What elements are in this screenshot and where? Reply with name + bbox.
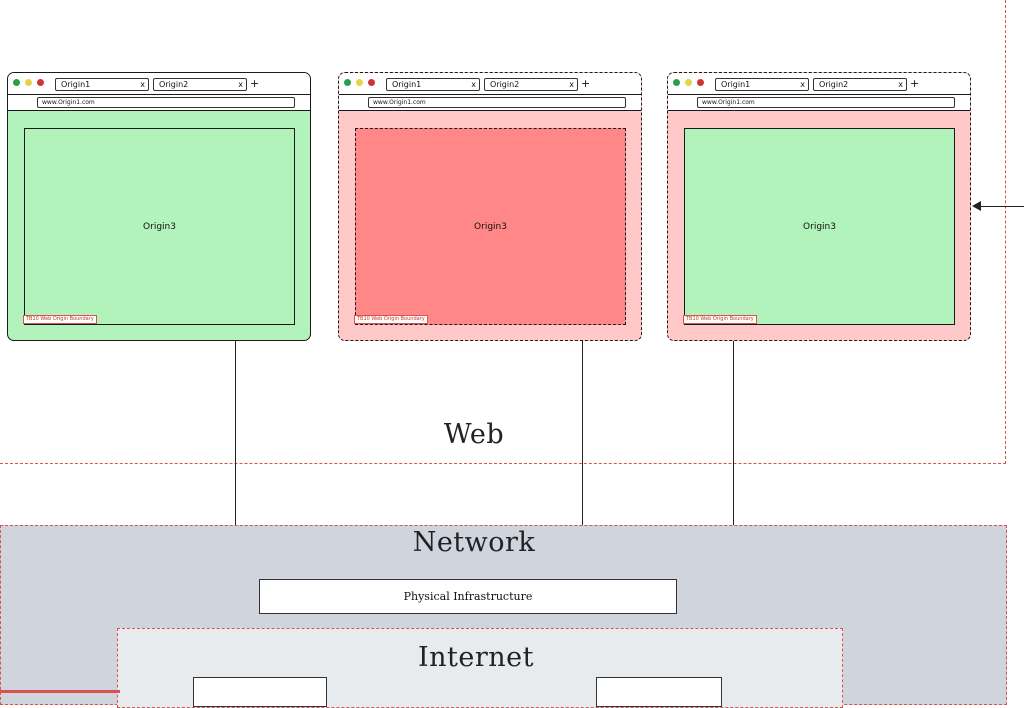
tab-label: Origin2: [819, 80, 849, 89]
boundary-edge-strip: [0, 690, 120, 693]
iframe-origin3: Origin3: [355, 128, 626, 325]
tab-origin2[interactable]: Origin2 x: [484, 78, 578, 91]
connector-line-2: [582, 341, 583, 526]
new-tab-icon[interactable]: +: [250, 77, 260, 90]
tab-origin1[interactable]: Origin1 x: [715, 78, 809, 91]
incoming-arrow-line: [974, 206, 1024, 207]
browser-window-1: Origin1 x Origin2 x + www.Origin1.com Or…: [7, 72, 311, 341]
browser-chrome: Origin1 x Origin2 x + www.Origin1.com: [8, 73, 310, 111]
tab-origin2[interactable]: Origin2 x: [153, 78, 247, 91]
web-label: Web: [443, 419, 505, 450]
address-bar[interactable]: www.Origin1.com: [697, 97, 955, 108]
network-label: Network: [412, 527, 536, 558]
iframe-origin3: Origin3: [684, 128, 955, 325]
chrome-divider: [339, 94, 641, 95]
connector-line-1: [235, 341, 236, 526]
tab-close-icon[interactable]: x: [238, 80, 243, 89]
tab-origin1[interactable]: Origin1 x: [55, 78, 149, 91]
internet-label: Internet: [417, 642, 534, 673]
browser-window-3: Origin1 x Origin2 x + www.Origin1.com Or…: [667, 72, 971, 341]
tab-label: Origin1: [721, 80, 751, 89]
tab-origin2[interactable]: Origin2 x: [813, 78, 907, 91]
tab-close-icon[interactable]: x: [140, 80, 145, 89]
arrow-head-icon: [972, 201, 981, 211]
address-bar[interactable]: www.Origin1.com: [368, 97, 626, 108]
physical-infrastructure-box: Physical Infrastructure: [259, 579, 677, 614]
iframe-label: Origin3: [803, 221, 836, 232]
tab-label: Origin1: [61, 80, 91, 89]
window-minimize-dot[interactable]: [356, 79, 363, 86]
tab-close-icon[interactable]: x: [569, 80, 574, 89]
web-boundary-bottom-edge: [0, 463, 1006, 464]
tab-close-icon[interactable]: x: [471, 80, 476, 89]
tab-label: Origin2: [490, 80, 520, 89]
page-content: Origin3 TB10 Web Origin Boundary: [8, 110, 310, 340]
boundary-tag: TB10 Web Origin Boundary: [23, 315, 97, 324]
page-content: Origin3 TB10 Web Origin Boundary: [668, 110, 970, 340]
window-maximize-dot[interactable]: [368, 79, 375, 86]
window-close-dot[interactable]: [13, 79, 20, 86]
new-tab-icon[interactable]: +: [910, 77, 920, 90]
iframe-label: Origin3: [474, 221, 507, 232]
window-close-dot[interactable]: [344, 79, 351, 86]
tab-origin1[interactable]: Origin1 x: [386, 78, 480, 91]
page-content: Origin3 TB10 Web Origin Boundary: [339, 110, 641, 340]
tab-close-icon[interactable]: x: [800, 80, 805, 89]
window-maximize-dot[interactable]: [697, 79, 704, 86]
browser-window-2: Origin1 x Origin2 x + www.Origin1.com Or…: [338, 72, 642, 341]
internet-component-box-right: [596, 677, 722, 707]
window-close-dot[interactable]: [673, 79, 680, 86]
new-tab-icon[interactable]: +: [581, 77, 591, 90]
internet-component-box-left: [193, 677, 327, 707]
connector-line-3: [733, 341, 734, 526]
web-boundary-right-edge: [1005, 0, 1006, 464]
window-minimize-dot[interactable]: [25, 79, 32, 86]
window-maximize-dot[interactable]: [37, 79, 44, 86]
browser-chrome: Origin1 x Origin2 x + www.Origin1.com: [668, 73, 970, 111]
browser-chrome: Origin1 x Origin2 x + www.Origin1.com: [339, 73, 641, 111]
tab-close-icon[interactable]: x: [898, 80, 903, 89]
boundary-tag: TB10 Web Origin Boundary: [683, 315, 757, 324]
window-minimize-dot[interactable]: [685, 79, 692, 86]
iframe-label: Origin3: [143, 221, 176, 232]
iframe-origin3: Origin3: [24, 128, 295, 325]
boundary-tag: TB10 Web Origin Boundary: [354, 315, 428, 324]
tab-label: Origin2: [159, 80, 189, 89]
address-bar[interactable]: www.Origin1.com: [37, 97, 295, 108]
chrome-divider: [8, 94, 310, 95]
tab-label: Origin1: [392, 80, 422, 89]
chrome-divider: [668, 94, 970, 95]
